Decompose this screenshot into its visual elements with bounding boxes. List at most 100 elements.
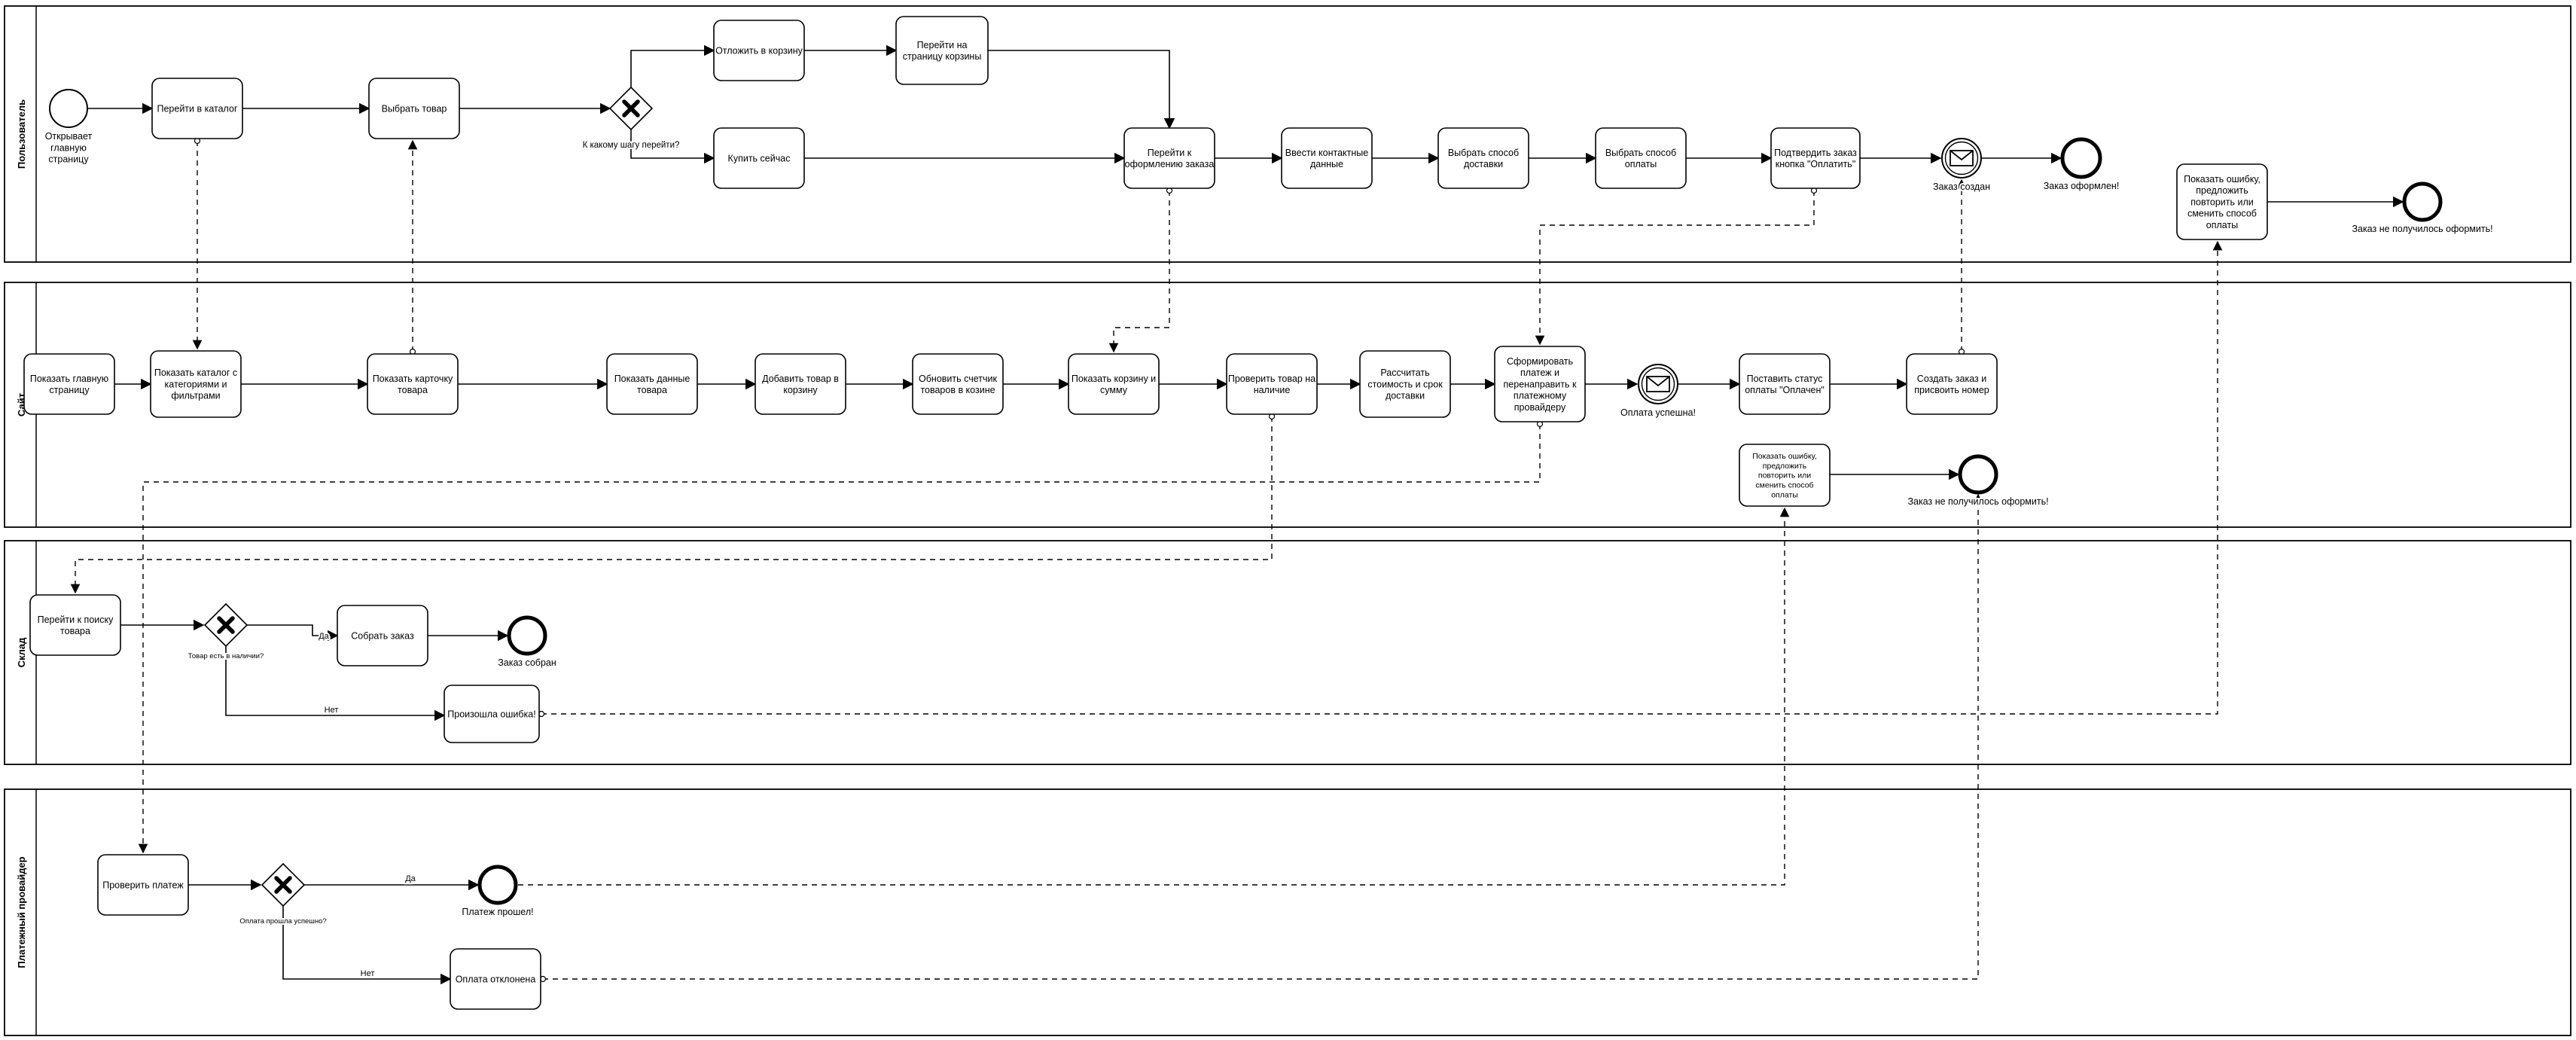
pool-user[interactable] [4, 5, 2571, 263]
pool-site[interactable] [4, 282, 2571, 528]
end-payment-passed-label: Платеж прошел! [462, 907, 533, 917]
gw-stock-label: Товар есть в наличии? [188, 652, 264, 660]
task-buy-now[interactable] [713, 127, 805, 189]
task-go-catalog-label: Перейти в каталог [157, 103, 237, 114]
task-assemble[interactable] [337, 605, 428, 666]
task-choose-payment[interactable] [1595, 127, 1687, 189]
msg-stock-search [70, 416, 1273, 594]
event-payment-ok-envelope-flap [1646, 376, 1670, 387]
gw-payment-ok-label: Оплата прошла успешно? [239, 917, 326, 926]
end-order-failed-user[interactable] [2402, 181, 2443, 222]
pool-payment[interactable] [4, 788, 2571, 1036]
task-payment-declined[interactable] [450, 948, 541, 1010]
task-pick-product[interactable] [368, 78, 460, 139]
task-site-show-error[interactable] [1739, 444, 1831, 507]
flow-gw-paydeclined-label: Нет [361, 969, 375, 978]
pool-payment-label: Платежный провайдер [16, 856, 27, 968]
task-confirm-order[interactable] [1770, 127, 1861, 189]
task-update-counter[interactable] [912, 353, 1004, 415]
task-form-payment[interactable] [1494, 346, 1586, 422]
event-order-created-label: Заказ создан [1933, 181, 1990, 192]
msg-formpay-checkpay [138, 424, 1541, 854]
task-enter-contacts[interactable] [1281, 127, 1373, 189]
task-go-checkout[interactable] [1123, 127, 1215, 189]
task-check-payment-label: Проверить платеж [102, 880, 184, 890]
end-order-done[interactable] [2060, 137, 2102, 179]
task-buy-now-label: Купить сейчас [728, 153, 791, 163]
task-user-show-error[interactable] [2176, 163, 2268, 240]
event-order-created-envelope-flap [1950, 150, 1974, 161]
task-payment-declined-label: Оплата отклонена [456, 974, 536, 984]
task-go-cart-page[interactable] [895, 16, 989, 85]
end-order-assembled-label: Заказ собран [498, 657, 556, 668]
event-payment-ok-label: Оплата успешна! [1620, 407, 1696, 418]
task-show-catalog[interactable] [150, 350, 242, 418]
task-go-search[interactable] [29, 594, 121, 656]
task-calc-delivery[interactable] [1359, 350, 1451, 418]
task-put-cart-label: Отложить в корзину [715, 45, 803, 56]
task-create-order[interactable] [1906, 353, 1998, 415]
msg-checkout-cart [1108, 191, 1170, 353]
pool-warehouse-label: Склад [16, 637, 27, 668]
task-add-cart[interactable] [755, 353, 846, 415]
task-go-catalog[interactable] [151, 78, 243, 139]
event-order-created-inner-ring [1944, 141, 1979, 175]
msg-declined-sitefail [543, 493, 1983, 980]
start-open-main[interactable] [49, 89, 88, 128]
task-show-data[interactable] [606, 353, 698, 415]
end-order-failed-site[interactable] [1958, 454, 1998, 495]
msg-paypassed-siteerror [518, 507, 1790, 886]
end-order-assembled[interactable] [507, 615, 547, 656]
task-show-card[interactable] [367, 353, 459, 415]
event-payment-ok-inner-ring [1641, 367, 1675, 401]
task-check-stock[interactable] [1226, 353, 1318, 415]
flow-gw-error [225, 646, 446, 721]
task-put-cart[interactable] [713, 20, 805, 81]
task-choose-delivery[interactable] [1437, 127, 1529, 189]
end-order-done-label: Заказ оформлен! [2044, 181, 2120, 191]
task-show-main[interactable] [23, 353, 115, 415]
msg-werror-usererror [541, 240, 2223, 715]
pool-warehouse[interactable] [4, 540, 2571, 765]
flow-gw-assemble [247, 624, 339, 642]
flow-gw-assemble-label: Да [319, 632, 329, 641]
gw-stock-x-icon [217, 616, 235, 634]
end-payment-passed[interactable] [477, 865, 518, 905]
task-error-occurred-label: Произошла ошибка! [447, 709, 535, 719]
end-order-failed-user-label: Заказ не получилось оформить! [2352, 224, 2492, 234]
task-show-cart-sum[interactable] [1068, 353, 1160, 415]
task-check-payment[interactable] [97, 854, 189, 916]
end-order-failed-site-label: Заказ не получилось оформить! [1907, 496, 2048, 507]
pool-user-label: Пользователь [16, 99, 27, 169]
task-error-occurred[interactable] [444, 685, 540, 743]
flow-gw-paypassed-label: Да [405, 874, 416, 883]
task-set-status-paid[interactable] [1739, 353, 1831, 415]
task-pick-product-label: Выбрать товар [382, 103, 447, 114]
gw-payment-ok-x-icon [274, 876, 292, 894]
task-assemble-label: Собрать заказ [351, 630, 414, 641]
flow-gw-buynow [630, 130, 715, 164]
msg-confirm-formpay [1535, 191, 1815, 346]
